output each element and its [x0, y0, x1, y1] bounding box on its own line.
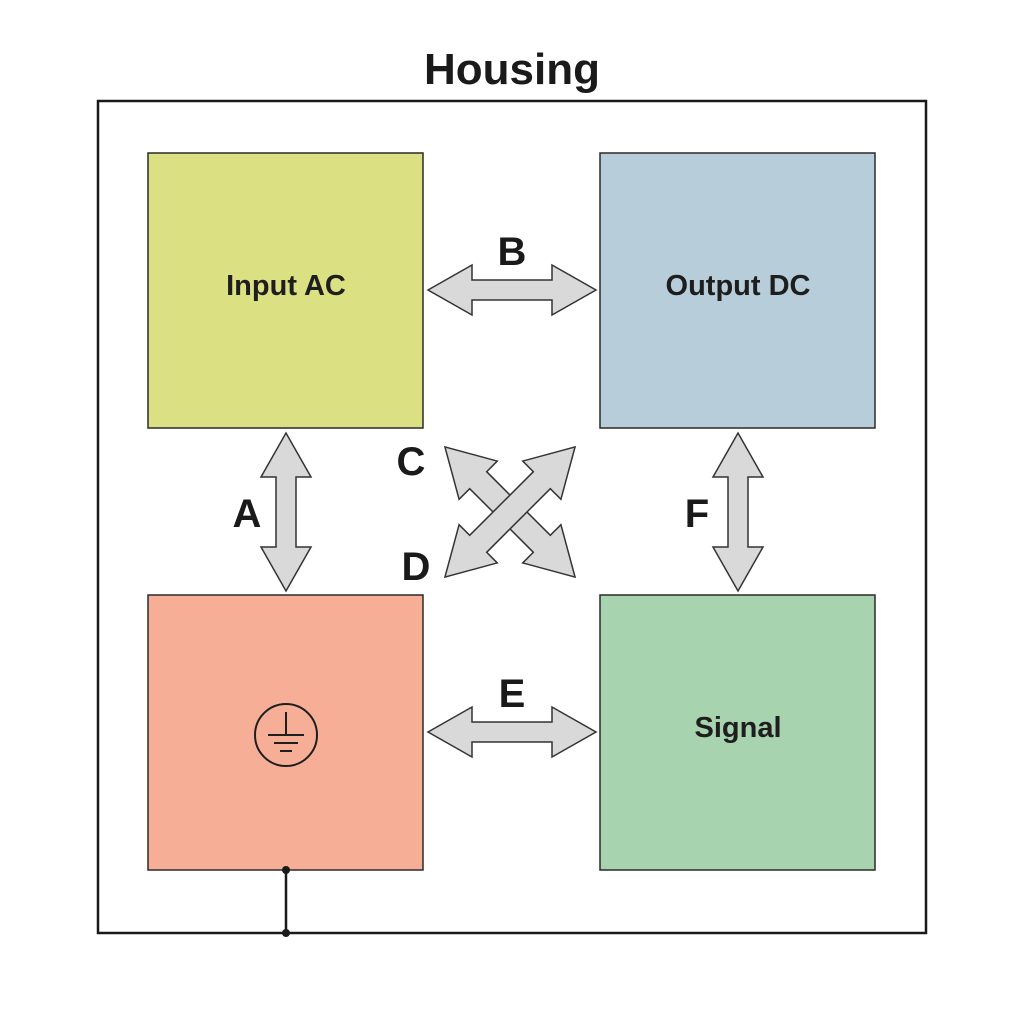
output-dc-box: Output DC — [599, 152, 876, 429]
arrow-e-label: E — [499, 672, 526, 716]
protective-earth-icon — [254, 703, 318, 767]
housing-outline — [96, 99, 928, 935]
arrow-b-label: B — [498, 230, 527, 274]
arrow-c-label: C — [397, 440, 426, 484]
arrow-f — [711, 431, 765, 593]
ground-box — [147, 594, 424, 871]
arrow-a — [259, 431, 313, 593]
arrow-d-label: D — [402, 545, 431, 589]
ground-connection — [282, 866, 290, 937]
arrow-a-label: A — [233, 492, 262, 536]
input-ac-label: Input AC — [226, 270, 346, 302]
signal-rect — [599, 594, 876, 871]
input-ac-box: Input AC — [147, 152, 424, 429]
diagram-title: Housing — [424, 45, 600, 94]
arrow-e — [426, 705, 598, 759]
signal-box: Signal — [599, 594, 876, 871]
signal-label: Signal — [694, 712, 781, 744]
output-dc-rect — [599, 152, 876, 429]
arrow-b — [426, 263, 598, 317]
output-dc-label: Output DC — [666, 270, 811, 302]
input-ac-rect — [147, 152, 424, 429]
arrow-f-label: F — [685, 492, 709, 536]
arrow-d — [443, 445, 577, 579]
